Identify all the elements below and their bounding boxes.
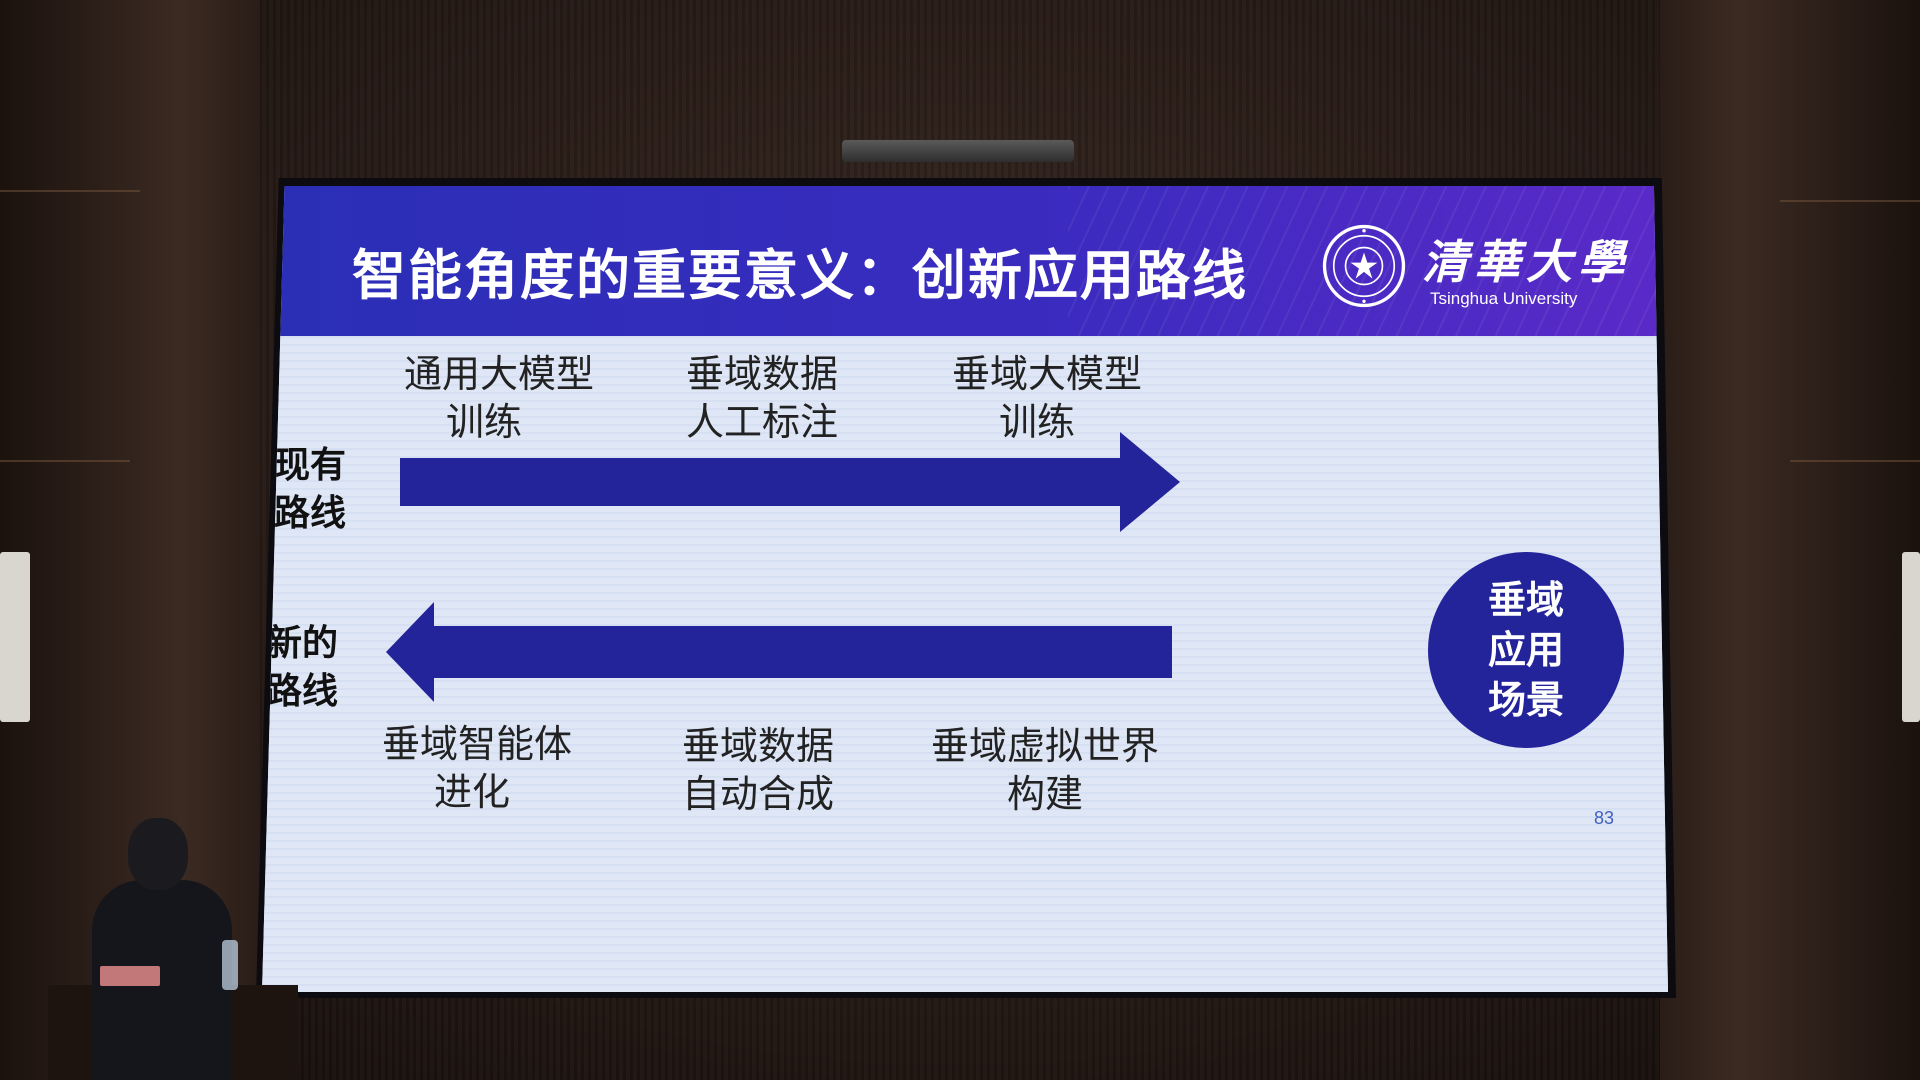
current-step-1: 通用大模型 训练	[404, 350, 595, 446]
step-text: 训练	[445, 400, 522, 444]
circle-text: 应用	[1487, 628, 1564, 672]
step-text: 垂域虚拟世界	[930, 724, 1159, 768]
current-step-2: 垂域数据 人工标注	[682, 350, 842, 446]
current-route-label: 现有 路线	[270, 442, 350, 538]
route-label-text: 路线	[265, 671, 338, 712]
step-text: 垂域大模型	[952, 352, 1143, 396]
wall-trim	[1780, 200, 1920, 202]
current-step-3: 垂域大模型 训练	[952, 350, 1143, 446]
wall-speaker-left	[0, 552, 30, 722]
step-text: 自动合成	[681, 772, 834, 816]
new-route-label: 新的 路线	[262, 620, 342, 716]
vertical-application-scene-circle: 垂域 应用 场景	[1428, 552, 1624, 748]
water-bottle	[222, 940, 238, 990]
presentation-screen: 智能角度的重要意义：创新应用路线 清華大學 Tsinghua Universit…	[262, 186, 1668, 992]
circle-text: 场景	[1487, 678, 1564, 722]
current-route-arrow	[400, 432, 1180, 532]
circle-text: 垂域	[1487, 578, 1564, 622]
step-text: 垂域数据	[681, 724, 834, 768]
step-text: 构建	[1006, 772, 1083, 816]
new-step-2: 垂域数据 自动合成	[678, 722, 838, 818]
presenter-head	[128, 818, 188, 890]
wall-trim	[0, 460, 130, 462]
new-step-1: 垂域智能体 进化	[382, 720, 573, 816]
step-text: 人工标注	[685, 400, 838, 444]
route-label-text: 路线	[273, 493, 346, 534]
step-text: 通用大模型	[404, 352, 595, 396]
slide-page-number: 83	[1594, 808, 1615, 828]
step-text: 进化	[433, 770, 510, 814]
step-text: 垂域智能体	[382, 722, 573, 766]
wall-speaker-right	[1902, 552, 1920, 722]
slide-body: 通用大模型 训练 垂域数据 人工标注 垂域大模型 训练 现有 路线 垂域 应用 …	[262, 336, 1668, 992]
projector-speaker-bar	[842, 140, 1074, 162]
step-text: 垂域数据	[685, 352, 838, 396]
slide-header: 智能角度的重要意义：创新应用路线 清華大學 Tsinghua Universit…	[262, 186, 1668, 336]
nameplate	[100, 966, 160, 986]
wall-trim	[0, 190, 140, 192]
tsinghua-seal-logo	[1322, 224, 1406, 308]
header-texture	[1068, 186, 1668, 336]
slide-title: 智能角度的重要意义：创新应用路线	[352, 244, 1248, 307]
wall-trim	[1790, 460, 1920, 462]
new-step-3: 垂域虚拟世界 构建	[930, 722, 1160, 818]
wall-panel-right	[1660, 0, 1920, 1080]
step-text: 训练	[998, 400, 1075, 444]
route-label-text: 现有	[273, 445, 346, 486]
new-route-arrow	[386, 602, 1172, 702]
university-name-english: Tsinghua University	[1430, 289, 1578, 308]
route-label-text: 新的	[265, 623, 338, 664]
university-name-chinese: 清華大學	[1422, 235, 1630, 289]
